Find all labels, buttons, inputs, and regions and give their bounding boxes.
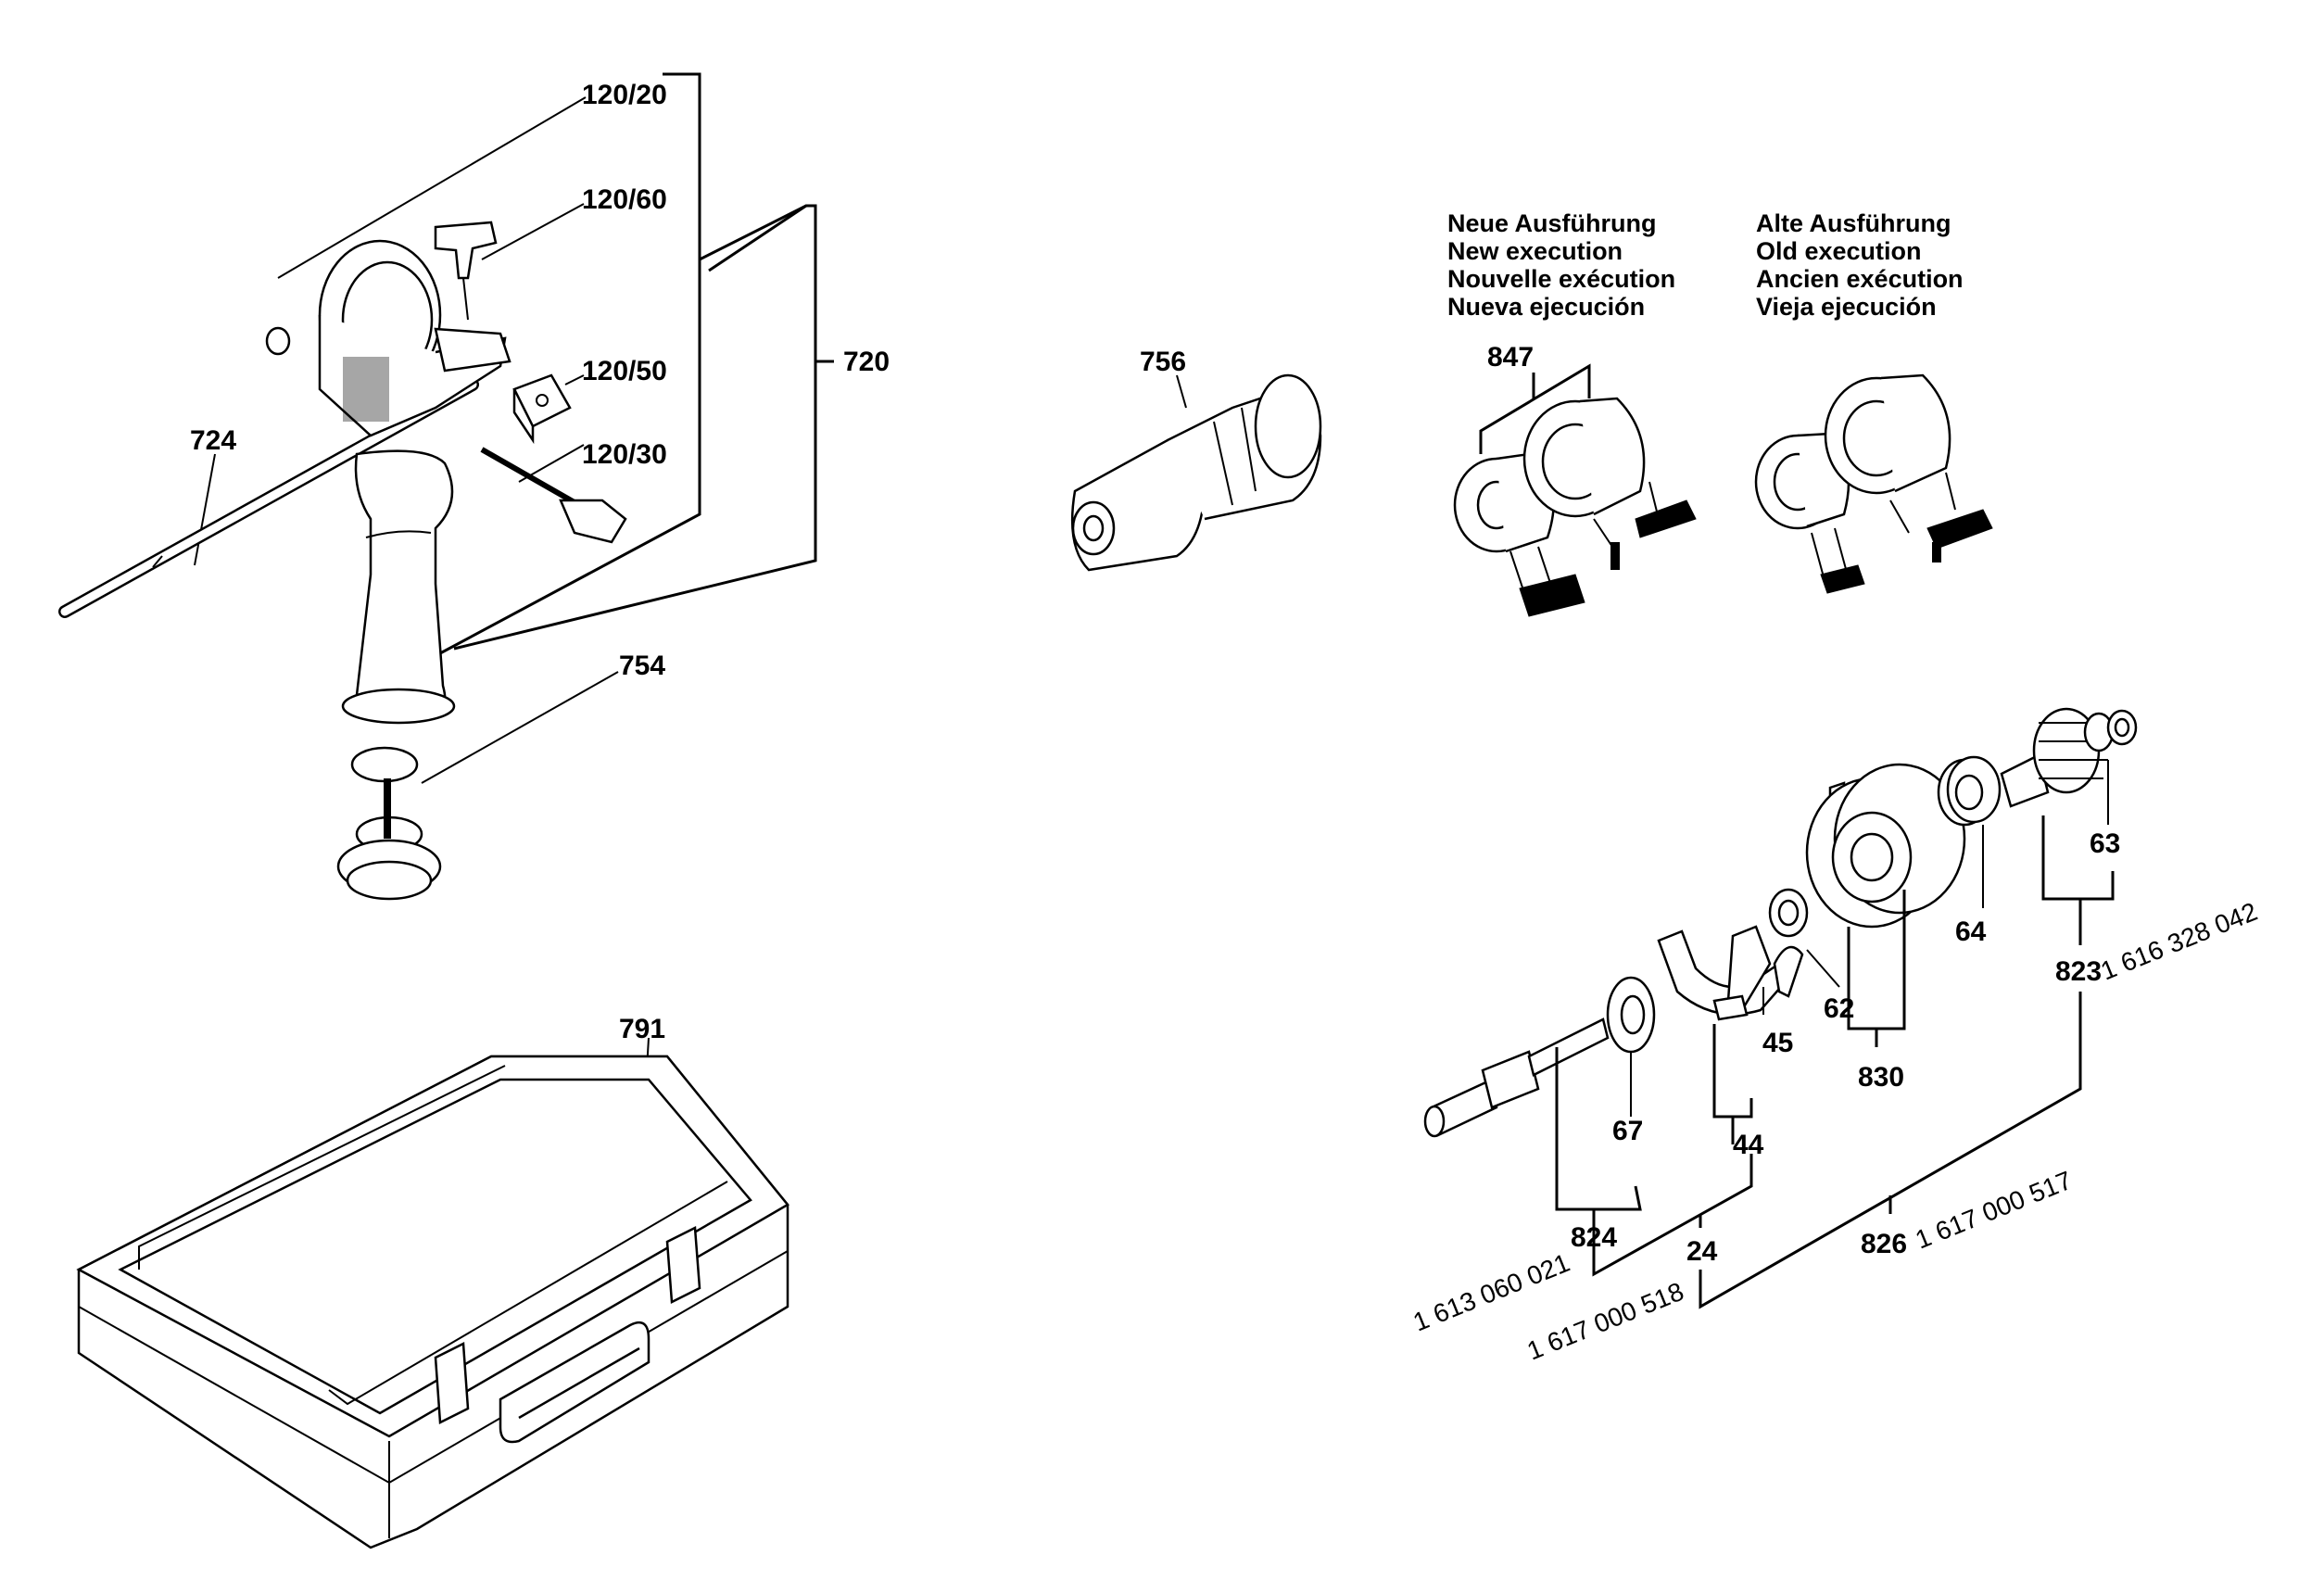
part-number-24: 1 617 000 518 bbox=[1523, 1277, 1688, 1366]
part-number-823: 1 616 328 042 bbox=[2097, 897, 2262, 986]
callout-120-30: 120/30 bbox=[582, 439, 667, 470]
callout-44: 44 bbox=[1733, 1130, 1764, 1160]
bracket-120-group bbox=[439, 72, 701, 655]
handle-grip bbox=[352, 449, 454, 720]
tool-shank-old bbox=[1811, 472, 1993, 594]
old-execution-group: Alte Ausführung Old execution Ancien exé… bbox=[1754, 209, 1993, 594]
callout-720: 720 bbox=[843, 347, 890, 377]
callout-67: 67 bbox=[1612, 1116, 1643, 1146]
variant-old-en: Old execution bbox=[1756, 237, 1922, 265]
carrying-case-791 bbox=[76, 1037, 789, 1549]
variant-old-de: Alte Ausführung bbox=[1756, 209, 1951, 237]
end-cap bbox=[350, 746, 419, 783]
callout-120-50: 120/50 bbox=[582, 356, 667, 386]
part-number-labels: 1 616 328 042 1 613 060 021 1 617 000 51… bbox=[1409, 897, 2262, 1366]
tool-shank-new bbox=[1509, 481, 1697, 617]
callout-756: 756 bbox=[1140, 347, 1186, 377]
variant-old-fr: Ancien exécution bbox=[1756, 265, 1964, 293]
callout-64: 64 bbox=[1955, 916, 1987, 947]
part-number-824: 1 613 060 021 bbox=[1409, 1248, 1574, 1337]
variant-old-es: Vieja ejecución bbox=[1756, 293, 1937, 321]
callout-724: 724 bbox=[190, 425, 236, 456]
callout-824: 824 bbox=[1571, 1222, 1617, 1253]
variant-new-fr: Nouvelle exécution bbox=[1447, 265, 1675, 293]
callout-823: 823 bbox=[2055, 956, 2102, 987]
callout-63: 63 bbox=[2090, 828, 2120, 859]
part-number-826: 1 617 000 517 bbox=[1912, 1166, 2077, 1255]
callout-62: 62 bbox=[1824, 993, 1854, 1024]
variant-new-es: Nueva ejecución bbox=[1447, 293, 1645, 321]
callout-791: 791 bbox=[619, 1014, 665, 1044]
new-execution-group: Neue Ausführung New execution Nouvelle e… bbox=[1447, 209, 1697, 617]
callout-830: 830 bbox=[1858, 1062, 1904, 1093]
callout-120-20: 120/20 bbox=[582, 80, 667, 110]
callout-45: 45 bbox=[1762, 1028, 1793, 1058]
callout-120-60: 120/60 bbox=[582, 184, 667, 215]
callout-847: 847 bbox=[1487, 342, 1534, 373]
bracket-720 bbox=[453, 204, 817, 651]
callout-24: 24 bbox=[1686, 1236, 1718, 1267]
callout-826: 826 bbox=[1861, 1229, 1907, 1259]
callout-754: 754 bbox=[619, 651, 665, 681]
auxiliary-handle-assembly bbox=[58, 72, 834, 901]
drill-chuck-756 bbox=[1070, 373, 1322, 572]
variant-new-en: New execution bbox=[1447, 237, 1623, 265]
callout-labels: 120/20 120/60 120/50 120/30 720 724 754 … bbox=[190, 80, 2120, 1267]
gear-train-assembly bbox=[1423, 707, 2138, 1309]
variant-new-de: Neue Ausführung bbox=[1447, 209, 1657, 237]
